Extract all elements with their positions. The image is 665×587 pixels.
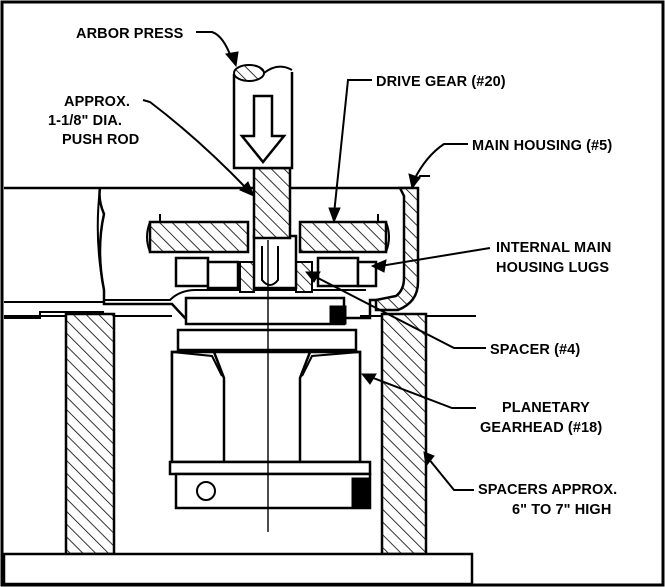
label-arbor-press: ARBOR PRESS: [76, 26, 184, 42]
label-push-rod-line2: 1-1/8" DIA.: [48, 113, 122, 129]
internal-lugs-shape: [174, 256, 378, 290]
label-internal-lugs-line2: HOUSING LUGS: [496, 260, 609, 276]
label-spacers-high-line1: SPACERS APPROX.: [478, 482, 617, 498]
bolt-hole-icon: [196, 481, 216, 501]
drive-gear-shape: [146, 214, 390, 254]
label-internal-lugs-line1: INTERNAL MAIN: [496, 240, 611, 256]
down-arrow-icon: [239, 94, 287, 164]
planetary-gearhead-shape: [168, 296, 372, 510]
base-plate-shape: [2, 552, 474, 586]
label-drive-gear: DRIVE GEAR (#20): [376, 74, 506, 90]
arbor-press-shape: [232, 64, 294, 170]
label-main-housing: MAIN HOUSING (#5): [472, 138, 612, 154]
push-rod-shape: [252, 166, 292, 240]
tall-spacers-shape: [4, 312, 476, 556]
label-planetary-line2: GEARHEAD (#18): [480, 420, 602, 436]
label-planetary-line1: PLANETARY: [502, 400, 590, 416]
label-push-rod-line1: APPROX.: [64, 94, 130, 110]
leader-lines: [142, 31, 491, 491]
label-spacers-high-line2: 6" TO 7" HIGH: [512, 502, 611, 518]
label-spacer: SPACER (#4): [490, 342, 580, 358]
label-push-rod-line3: PUSH ROD: [62, 132, 139, 148]
